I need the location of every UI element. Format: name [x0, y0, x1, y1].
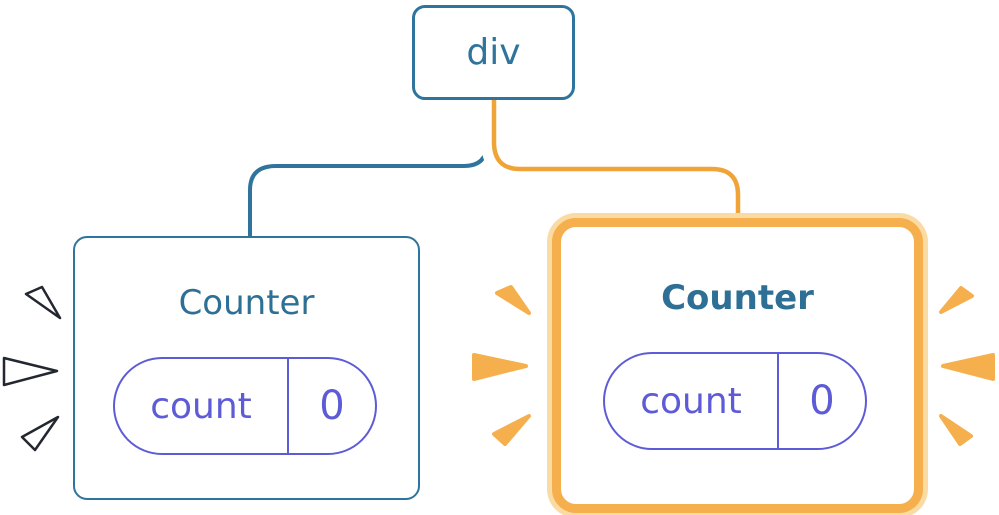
burst-tick-icon — [2, 356, 59, 387]
burst-tick-icon — [24, 285, 62, 320]
root-node-div: div — [412, 5, 575, 100]
state-key-label: count — [640, 380, 742, 422]
state-value: 0 — [777, 354, 865, 448]
counter-card-right-highlighted: Counter count 0 — [552, 218, 923, 513]
burst-wedge-icon — [472, 353, 528, 381]
state-pill: count 0 — [113, 357, 377, 455]
edge-root-to-right-counter — [491, 99, 741, 232]
counter-title: Counter — [178, 283, 315, 323]
burst-wedge-icon — [939, 414, 973, 446]
right-counter-sparks-right — [939, 286, 995, 446]
burst-tick-icon — [20, 415, 60, 452]
state-pill: count 0 — [603, 352, 867, 450]
counter-card-left: Counter count 0 — [73, 236, 420, 500]
state-value: 0 — [287, 359, 375, 453]
left-counter-sparks — [2, 285, 62, 452]
edge-root-to-left-counter — [248, 99, 489, 238]
root-node-label: div — [466, 32, 521, 73]
burst-wedge-icon — [495, 285, 531, 315]
burst-wedge-icon — [941, 353, 995, 381]
state-key-label: count — [150, 385, 252, 427]
burst-wedge-icon — [939, 286, 974, 314]
burst-wedge-icon — [492, 414, 531, 446]
right-counter-sparks-left — [472, 285, 531, 446]
edge-root-to-right-counter-casing — [481, 99, 751, 232]
counter-title: Counter — [661, 278, 814, 318]
